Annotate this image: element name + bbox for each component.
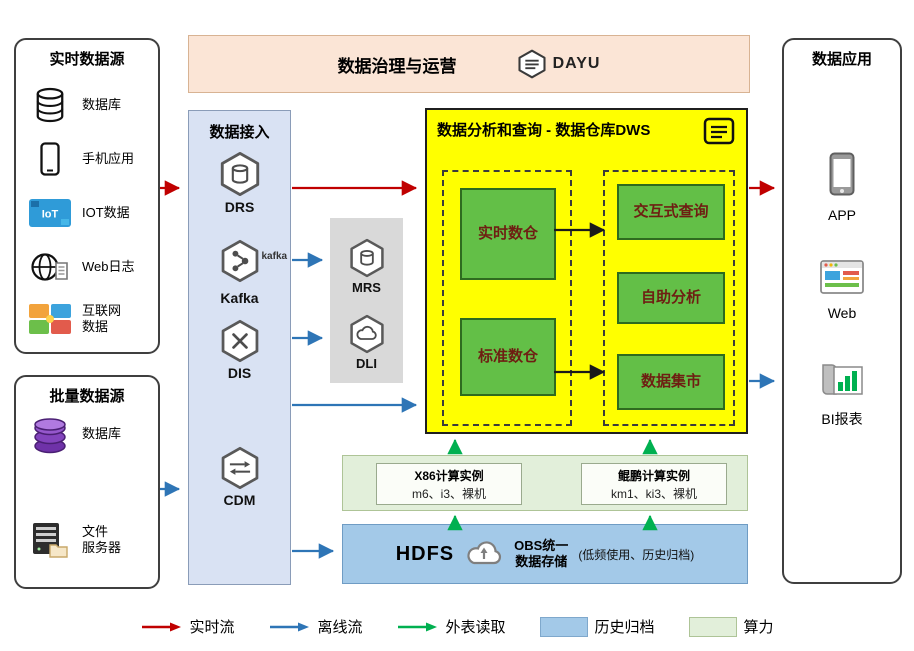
obs-cloud-icon — [464, 537, 504, 572]
source-item-mobile-app: 手机应用 — [26, 132, 154, 186]
svg-text:IoT: IoT — [42, 209, 59, 221]
iot-icon: IoT — [26, 199, 74, 227]
source-label: 文件 服务器 — [82, 523, 122, 555]
web-page-icon — [820, 260, 864, 299]
legend-offline-flow: 离线流 — [268, 616, 362, 637]
dws-title: 数据分析和查询 - 数据仓库DWS — [437, 122, 651, 139]
purple-database-icon — [26, 413, 74, 455]
source-item-iot: IoT IOT数据 — [26, 186, 154, 240]
processing-item-mrs: MRS — [330, 238, 403, 295]
ingestion-label: DIS — [227, 365, 252, 381]
application-item-bi: BI报表 — [784, 362, 900, 429]
applications-title: 数据应用 — [811, 51, 872, 68]
warehouse-realtime: 实时数仓 — [460, 188, 556, 280]
realtime-sources-title: 实时数据源 — [49, 51, 125, 68]
processing-panel: MRS DLI — [330, 218, 403, 383]
source-label: 数据库 — [82, 425, 122, 441]
legend-realtime-flow: 实时流 — [140, 616, 234, 637]
ingestion-item-kafka: kafka Kafka — [189, 239, 290, 306]
dws-icon — [702, 116, 736, 151]
legend-history-archive: 历史归档 — [539, 616, 655, 637]
dli-hexagon-icon — [349, 314, 384, 354]
ingestion-label: CDM — [223, 492, 256, 508]
warehouse-standard: 标准数仓 — [460, 318, 556, 396]
compute-swatch — [688, 616, 737, 637]
obs-title: OBS统一 数据存储 — [514, 538, 569, 569]
services-group: 交互式查询 自助分析 数据集市 — [603, 170, 735, 426]
source-item-weblog: Web日志 — [26, 240, 154, 294]
kafka-wordmark: kafka — [261, 251, 288, 262]
governance-title: 数据治理与运营 — [337, 56, 457, 76]
ingestion-item-drs: DRS — [189, 151, 290, 215]
blue-arrow-icon — [270, 622, 310, 631]
dws-panel: 数据分析和查询 - 数据仓库DWS 实时数仓 标准数仓 交互式查询 自助分析 数… — [425, 108, 748, 434]
legend: 实时流 离线流 外表读取 历史归档 算力 — [0, 616, 914, 637]
ingestion-item-cdm: CDM — [189, 446, 290, 508]
database-icon — [26, 86, 74, 124]
governance-banner: 数据治理与运营 DAYU — [188, 35, 750, 93]
application-label: APP — [827, 207, 856, 223]
app-phone-icon — [829, 152, 855, 201]
kafka-hexagon-icon — [221, 239, 258, 283]
source-label: 互联网 数据 — [82, 302, 122, 334]
cdm-hexagon-icon — [221, 446, 258, 490]
source-item-internet: 互联网 数据 — [26, 292, 154, 346]
mrs-hexagon-icon — [349, 238, 384, 278]
source-label: 数据库 — [82, 96, 122, 112]
file-server-icon — [26, 522, 74, 558]
service-self-analysis: 自助分析 — [617, 272, 725, 324]
weblog-globe-icon — [26, 251, 74, 283]
compute-instance-kunpeng: 鲲鹏计算实例 km1、ki3、裸机 — [581, 463, 727, 505]
application-label: BI报表 — [821, 411, 863, 427]
instance-title: 鲲鹏计算实例 — [617, 468, 690, 483]
batch-sources-title: 批量数据源 — [49, 388, 125, 405]
instance-spec: km1、ki3、裸机 — [610, 486, 697, 501]
hdfs-label: HDFS — [395, 542, 455, 565]
archive-swatch — [539, 616, 588, 637]
red-arrow-icon — [142, 622, 182, 631]
processing-item-dli: DLI — [330, 314, 403, 371]
processing-label: MRS — [352, 280, 381, 295]
processing-label: DLI — [356, 356, 377, 371]
obs-note: (低频使用、历史归档) — [578, 547, 695, 562]
legend-external-read: 外表读取 — [396, 616, 506, 637]
application-label: Web — [827, 305, 857, 321]
legend-compute-power: 算力 — [688, 616, 774, 637]
dayu-logo: DAYU — [517, 49, 601, 79]
source-item-file-server: 文件 服务器 — [26, 513, 154, 567]
drs-hexagon-icon — [220, 151, 259, 197]
storage-panel: HDFS OBS统一 数据存储 (低频使用、历史归档) — [342, 524, 748, 584]
application-item-app: APP — [784, 152, 900, 223]
ingestion-title: 数据接入 — [209, 124, 270, 141]
green-arrow-icon — [398, 622, 438, 631]
instance-spec: m6、i3、裸机 — [411, 486, 486, 501]
compute-panel: X86计算实例 m6、i3、裸机 鲲鹏计算实例 km1、ki3、裸机 — [342, 455, 748, 511]
source-label: IOT数据 — [82, 204, 130, 220]
warehouse-group: 实时数仓 标准数仓 — [442, 170, 572, 426]
instance-title: X86计算实例 — [414, 468, 484, 483]
data-ingestion-panel: 数据接入 DRS kafka Kafka — [188, 110, 291, 585]
source-label: 手机应用 — [82, 150, 135, 166]
source-item-database: 数据库 — [26, 78, 154, 132]
ingestion-label: DRS — [224, 199, 255, 215]
dis-hexagon-icon — [221, 319, 258, 363]
dayu-icon — [518, 49, 546, 79]
ingestion-item-dis: DIS — [189, 319, 290, 381]
batch-sources-panel: 批量数据源 数据库 文件 服务器 — [14, 375, 160, 589]
bi-report-icon — [820, 362, 864, 403]
dayu-label: DAYU — [552, 55, 601, 72]
service-data-mart: 数据集市 — [617, 354, 725, 410]
application-item-web: Web — [784, 260, 900, 321]
source-label: Web日志 — [82, 258, 135, 274]
compute-instance-x86: X86计算实例 m6、i3、裸机 — [376, 463, 522, 505]
internet-collage-icon — [26, 304, 74, 334]
service-interactive-query: 交互式查询 — [617, 184, 725, 240]
phone-icon — [26, 142, 74, 176]
source-item-batch-database: 数据库 — [26, 407, 154, 461]
ingestion-label: Kafka — [220, 290, 259, 306]
realtime-sources-panel: 实时数据源 数据库 手机应用 IoT IOT数据 Web日志 — [14, 38, 160, 354]
data-applications-panel: 数据应用 APP Web BI报表 — [782, 38, 902, 584]
